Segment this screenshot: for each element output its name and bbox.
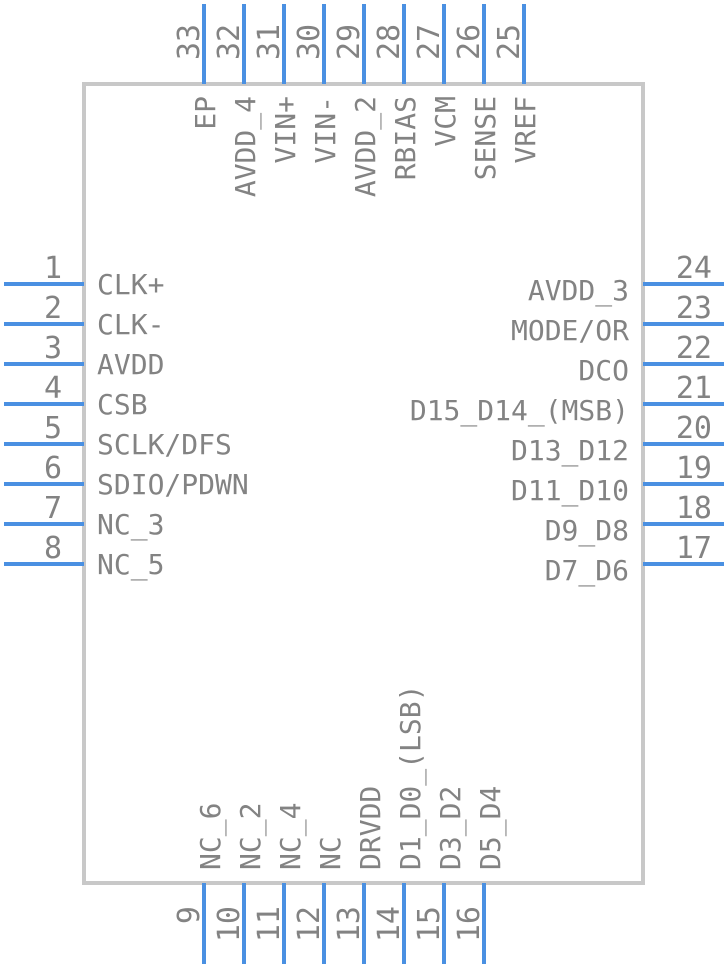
- pin-11-number: 11: [252, 906, 287, 942]
- pin-5-number: 5: [44, 411, 62, 446]
- pin-7-number: 7: [44, 491, 62, 526]
- pin-1-number: 1: [44, 251, 62, 286]
- pin-3-number: 3: [44, 331, 62, 366]
- pin-31-number: 31: [252, 24, 287, 60]
- pin-9-number: 9: [172, 906, 207, 924]
- pin-29-number: 29: [332, 24, 367, 60]
- pin-28-label: RBIAS: [389, 96, 422, 180]
- pin-18-number: 18: [676, 491, 712, 526]
- pin-26-number: 26: [452, 24, 487, 60]
- pin-12-number: 12: [292, 906, 327, 942]
- pin-30-label: VIN-: [309, 96, 342, 163]
- pin-27-number: 27: [412, 24, 447, 60]
- pin-24-label: AVDD_3: [528, 274, 629, 308]
- pin-32-label: AVDD_4: [229, 96, 263, 197]
- pin-15-number: 15: [412, 906, 447, 942]
- pin-10-number: 10: [212, 906, 247, 942]
- pin-28-number: 28: [372, 24, 407, 60]
- pin-25-label: VREF: [509, 96, 542, 163]
- pin-21-label: D15_D14_(MSB): [410, 394, 629, 428]
- pin-21-number: 21: [676, 371, 712, 406]
- pin-4-number: 4: [44, 371, 62, 406]
- pin-29-label: AVDD_2: [349, 96, 383, 197]
- pin-3-label: AVDD: [97, 348, 164, 381]
- pin-16-label: D5_D4: [474, 786, 508, 870]
- pin-22-number: 22: [676, 331, 712, 366]
- pin-11-label: NC_4: [274, 803, 308, 870]
- pin-5-label: SCLK/DFS: [97, 428, 232, 461]
- pin-14-number: 14: [372, 906, 407, 942]
- pin-16-number: 16: [452, 906, 487, 942]
- pin-14-label: D1_D0_(LSB): [394, 685, 428, 870]
- pin-13-label: DRVDD: [354, 786, 387, 870]
- pin-33-number: 33: [172, 24, 207, 60]
- pin-25-number: 25: [492, 24, 527, 60]
- pin-24-number: 24: [676, 251, 712, 286]
- pin-8-label: NC_5: [97, 548, 164, 582]
- pin-30-number: 30: [292, 24, 327, 60]
- pin-17-number: 17: [676, 531, 712, 566]
- pin-6-label: SDIO/PDWN: [97, 468, 249, 501]
- pin-10-label: NC_2: [234, 803, 268, 870]
- pin-23-number: 23: [676, 291, 712, 326]
- pin-15-label: D3_D2: [434, 786, 468, 870]
- pin-8-number: 8: [44, 531, 62, 566]
- pin-2-number: 2: [44, 291, 62, 326]
- pin-6-number: 6: [44, 451, 62, 486]
- pin-22-label: DCO: [578, 354, 629, 387]
- pin-12-label: NC: [314, 836, 347, 870]
- pin-9-label: NC_6: [194, 803, 228, 870]
- pin-13-number: 13: [332, 906, 367, 942]
- pin-32-number: 32: [212, 24, 247, 60]
- pin-20-number: 20: [676, 411, 712, 446]
- pin-23-label: MODE/OR: [511, 314, 629, 347]
- pin-2-label: CLK-: [97, 308, 164, 341]
- pin-18-label: D9_D8: [545, 514, 629, 548]
- pin-31-label: VIN+: [269, 96, 302, 163]
- pin-19-number: 19: [676, 451, 712, 486]
- pin-4-label: CSB: [97, 388, 148, 421]
- pin-26-label: SENSE: [469, 96, 502, 180]
- pin-1-label: CLK+: [97, 268, 164, 301]
- pin-7-label: NC_3: [97, 508, 164, 542]
- pin-20-label: D13_D12: [511, 434, 629, 468]
- pin-33-label: EP: [189, 96, 222, 130]
- pin-19-label: D11_D10: [511, 474, 629, 508]
- pin-27-label: VCM: [429, 96, 462, 147]
- pin-17-label: D7_D6: [545, 554, 629, 588]
